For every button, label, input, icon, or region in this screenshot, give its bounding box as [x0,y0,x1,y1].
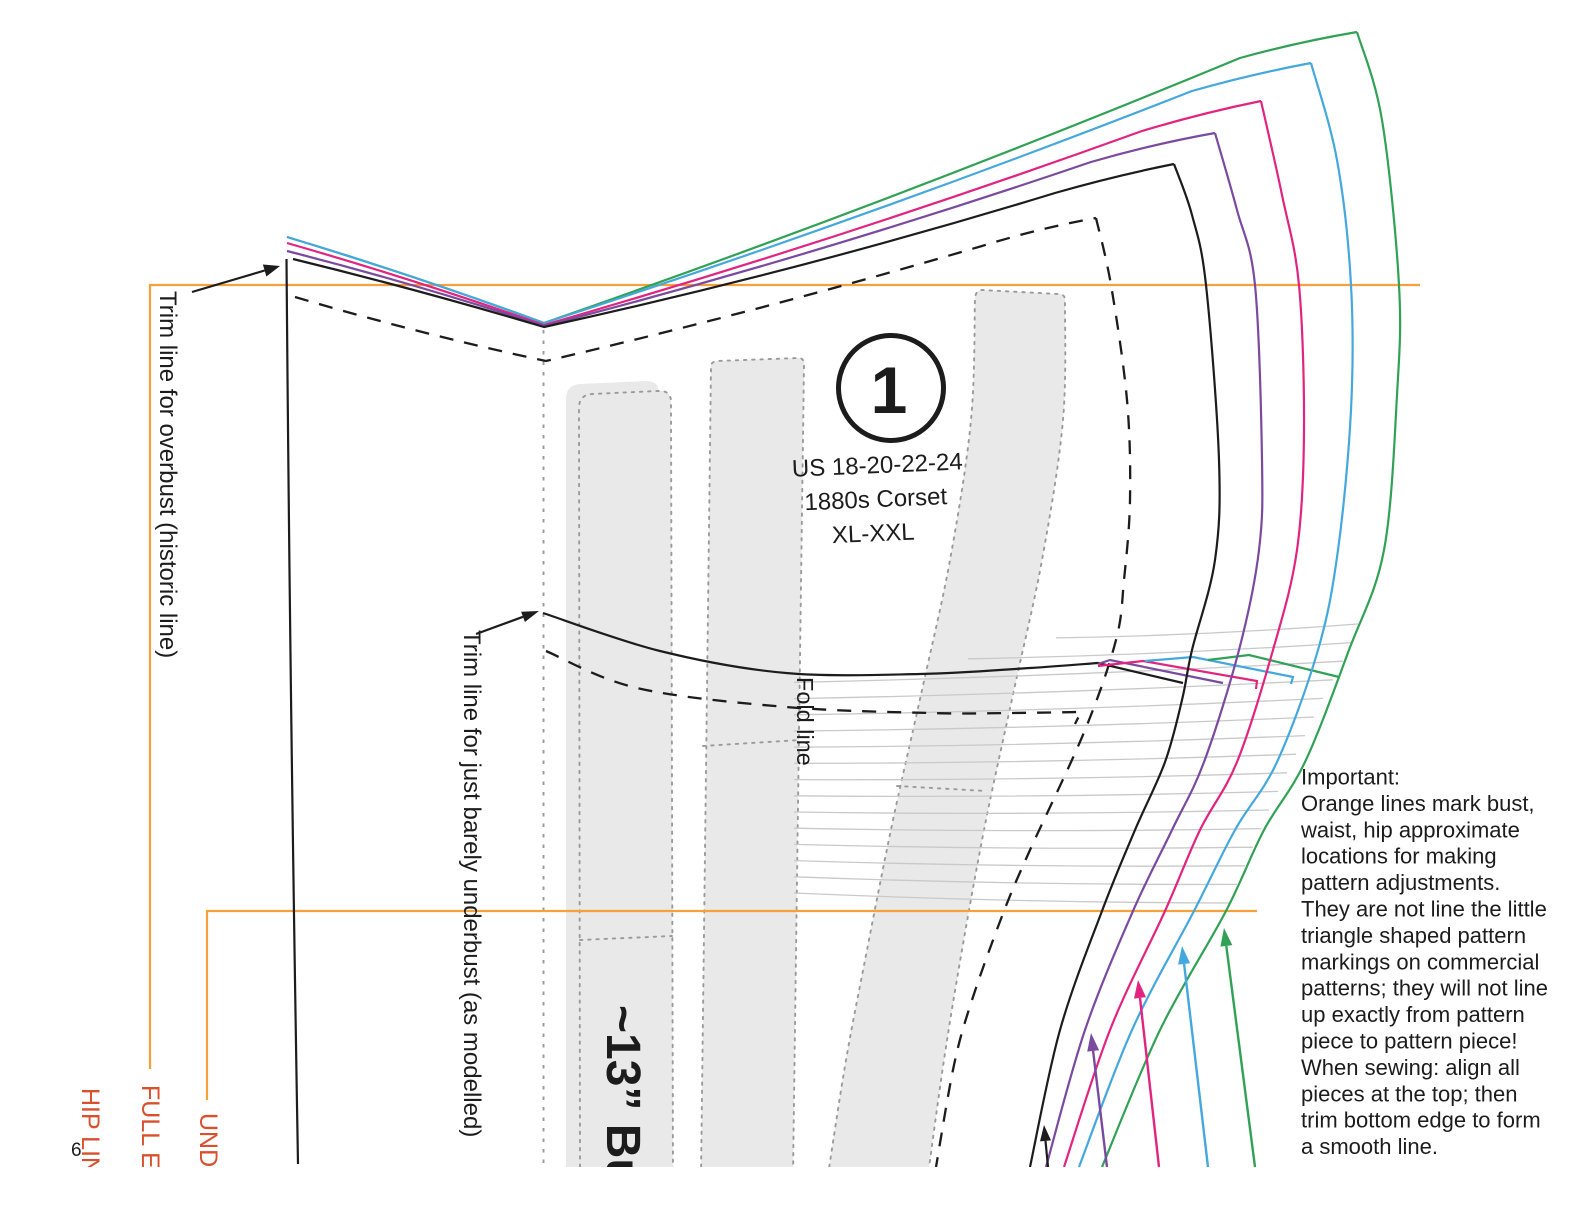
svg-text:FULL E: FULL E [136,1085,164,1169]
svg-text:Trim line for just barely unde: Trim line for just barely underbust (as … [458,630,485,1137]
svg-text:HIP LINE: HIP LINE [76,1088,104,1192]
svg-text:Important: Orange lines mark b: Important: Orange lines mark bust, waist… [1300,765,1554,1160]
svg-text:Fold line: Fold line [792,677,818,766]
svg-text:Trim line for overbust (histor: Trim line for overbust (historic line) [154,291,181,658]
svg-text:UNDE: UNDE [194,1113,222,1184]
svg-text:~13” Bust: ~13” Bust [596,1005,649,1227]
svg-text:XL-XXL: XL-XXL [831,519,915,550]
svg-text:1880s Corset: 1880s Corset [804,483,948,516]
svg-text:1: 1 [871,353,908,427]
svg-text:6: 6 [71,1140,82,1161]
